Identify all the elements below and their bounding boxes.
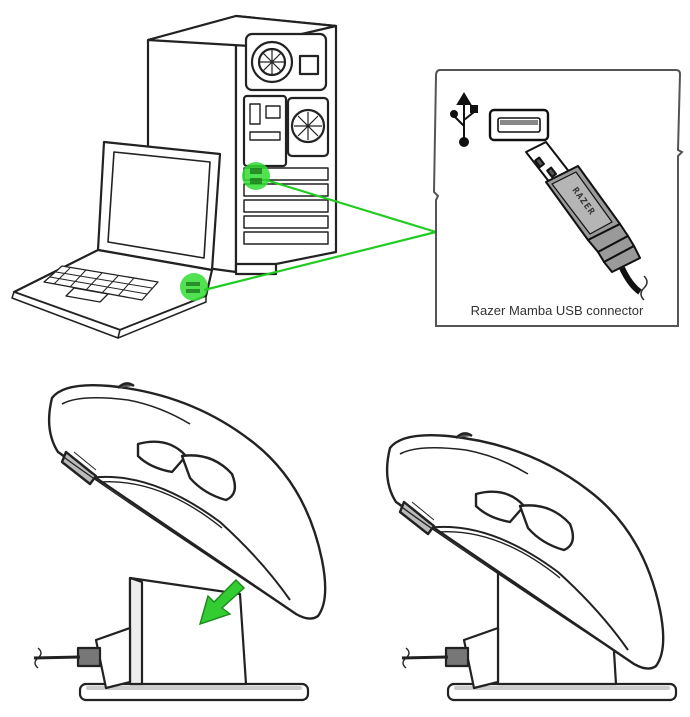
usb-port	[488, 108, 550, 142]
laptop	[11, 140, 222, 339]
usb-symbol-icon	[450, 92, 478, 147]
down-left-arrow-icon	[198, 579, 246, 626]
mouse-right	[385, 432, 665, 670]
usb-connector-caption: Razer Mamba USB connector	[471, 303, 644, 318]
tower-usb-port-highlight	[242, 162, 270, 190]
usb-callout-box: RAZER	[432, 69, 684, 327]
connection-lines	[203, 178, 437, 292]
dock-left	[33, 576, 310, 702]
mouse-left	[47, 382, 327, 620]
usb-plug	[525, 141, 648, 301]
laptop-usb-port-highlight	[180, 273, 208, 301]
